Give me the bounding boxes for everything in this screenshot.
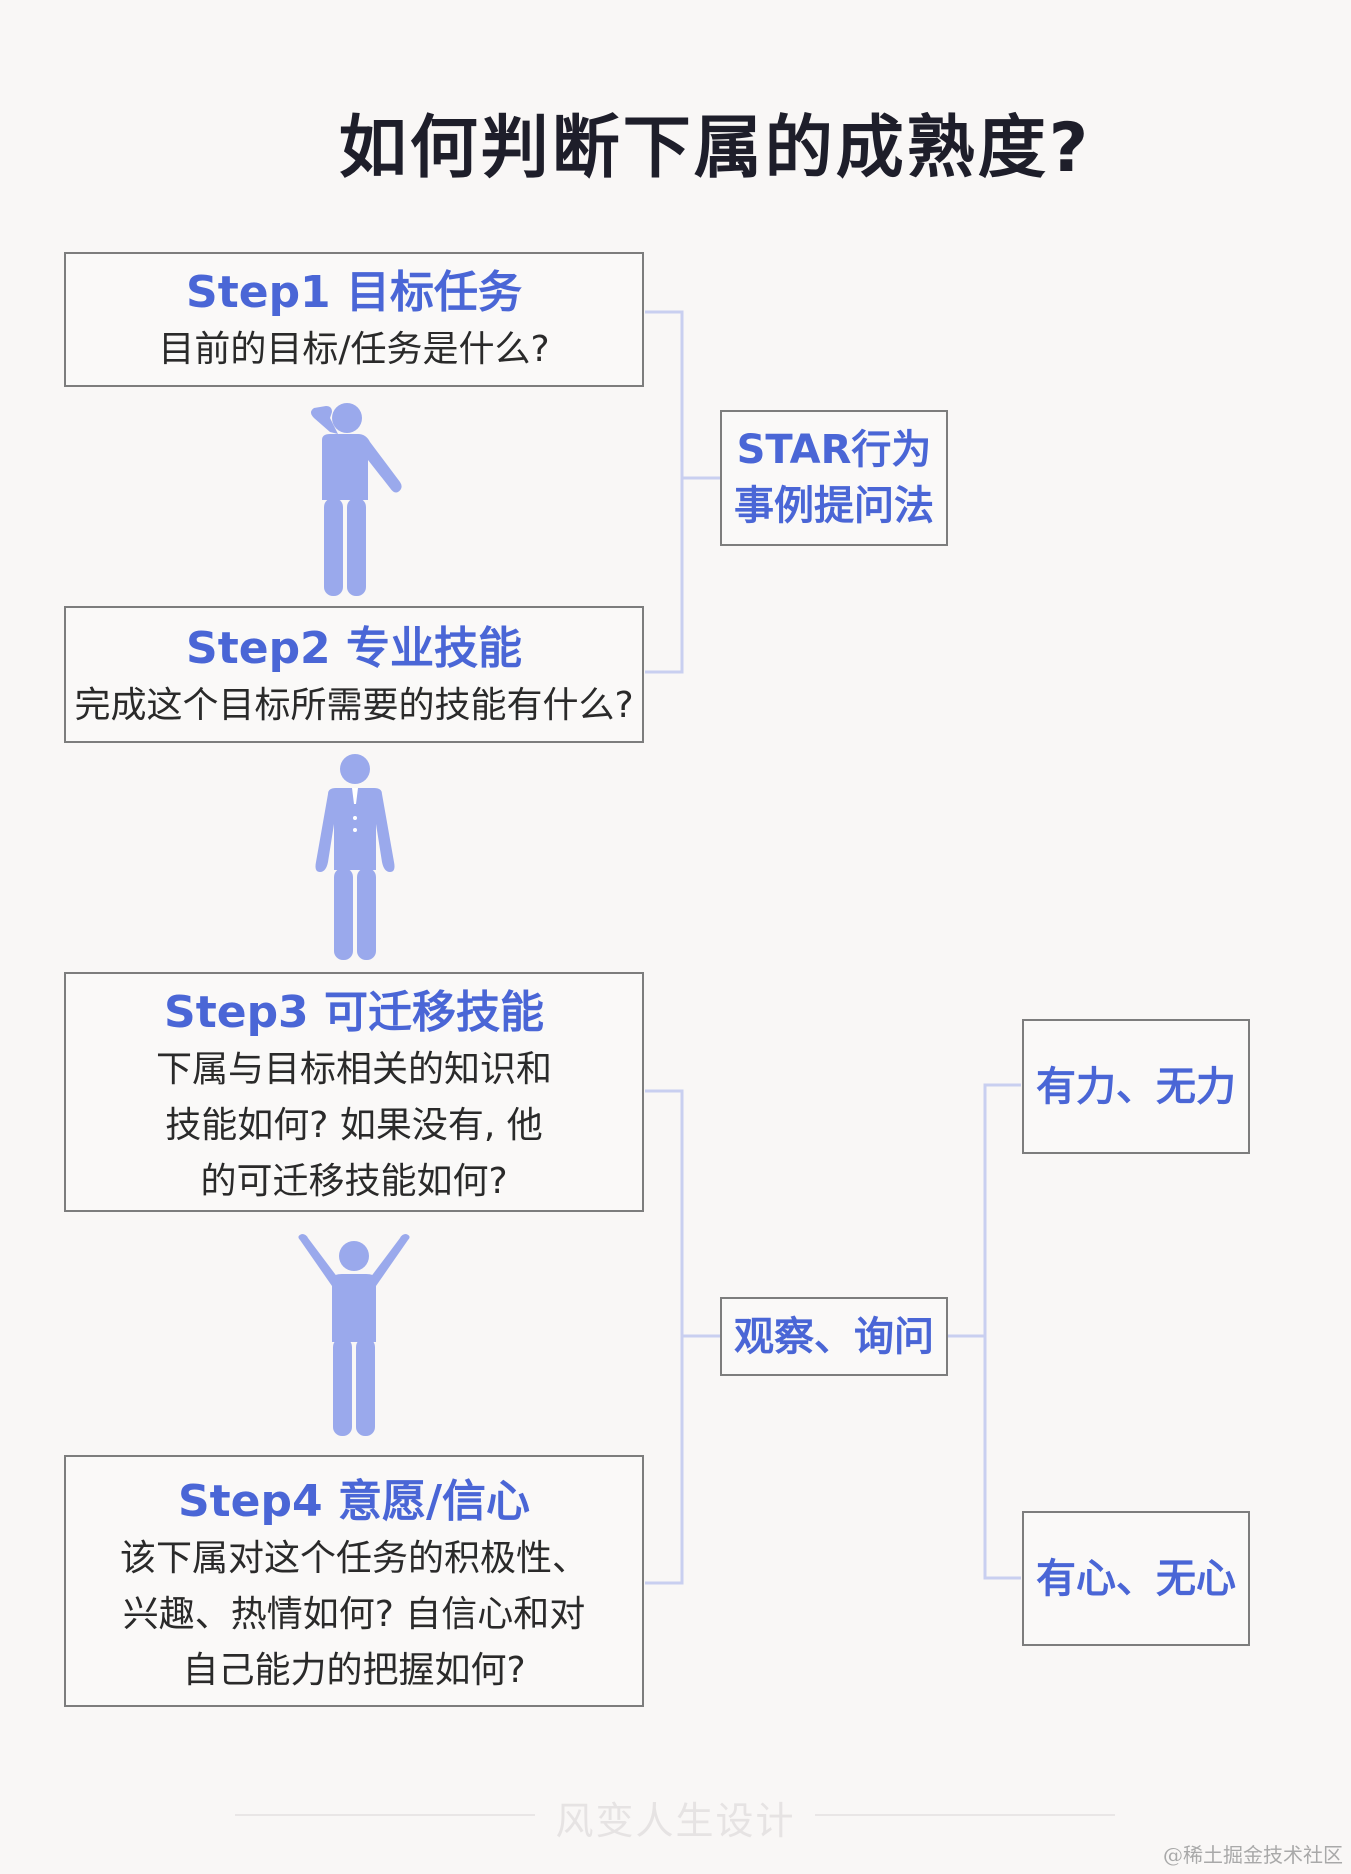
observe-ask-label: 观察、询问 [734, 1313, 934, 1360]
suited-person-icon [315, 754, 395, 960]
step4-desc-line-1: 该下属对这个任务的积极性、 [119, 1538, 588, 1579]
star-method-line-1: STAR行为 [736, 427, 932, 473]
step3-desc-line-3: 的可迁移技能如何? [200, 1161, 508, 1202]
ability-box: 有力、无力 [1022, 1019, 1250, 1154]
step2-desc: 完成这个目标所需要的技能有什么? [74, 685, 634, 726]
page-title: 如何判断下属的成熟度? [338, 109, 1092, 188]
step2-title: Step2 专业技能 [186, 623, 522, 674]
footer-line-left [235, 1814, 535, 1816]
step1-desc: 目前的目标/任务是什么? [158, 329, 550, 370]
willingness-box: 有心、无心 [1022, 1511, 1250, 1646]
connector-step3-step4 [645, 1089, 684, 1585]
cheering-person-icon [298, 1234, 410, 1436]
step2-box: Step2 专业技能 完成这个目标所需要的技能有什么? [64, 606, 644, 743]
step4-desc-line-2: 兴趣、热情如何? 自信心和对 [122, 1594, 586, 1635]
star-method-box: STAR行为 事例提问法 [720, 410, 948, 546]
ability-label: 有力、无力 [1036, 1063, 1236, 1110]
step3-box: Step3 可迁移技能 下属与目标相关的知识和 技能如何? 如果没有, 他 的可… [64, 972, 644, 1212]
step3-desc-line-1: 下属与目标相关的知识和 [155, 1049, 552, 1090]
connector-outcomes [983, 1083, 1021, 1580]
step1-box: Step1 目标任务 目前的目标/任务是什么? [64, 252, 644, 387]
willingness-label: 有心、无心 [1036, 1555, 1236, 1602]
step4-box: Step4 意愿/信心 该下属对这个任务的积极性、 兴趣、热情如何? 自信心和对… [64, 1455, 644, 1707]
footer-credit: 风变人生设计 [555, 1799, 796, 1843]
thinking-person-icon [311, 403, 402, 596]
footer-line-right [815, 1814, 1115, 1816]
step4-title: Step4 意愿/信心 [177, 1476, 531, 1527]
connector-step1-step2 [645, 310, 684, 674]
step3-title: Step3 可迁移技能 [164, 987, 544, 1038]
step3-desc-line-2: 技能如何? 如果没有, 他 [165, 1105, 543, 1146]
step4-desc-line-3: 自己能力的把握如何? [182, 1650, 526, 1691]
observe-ask-box: 观察、询问 [720, 1297, 948, 1376]
step1-title: Step1 目标任务 [186, 267, 522, 318]
star-method-line-2: 事例提问法 [734, 483, 934, 529]
watermark: @稀土掘金技术社区 [1163, 1843, 1343, 1867]
